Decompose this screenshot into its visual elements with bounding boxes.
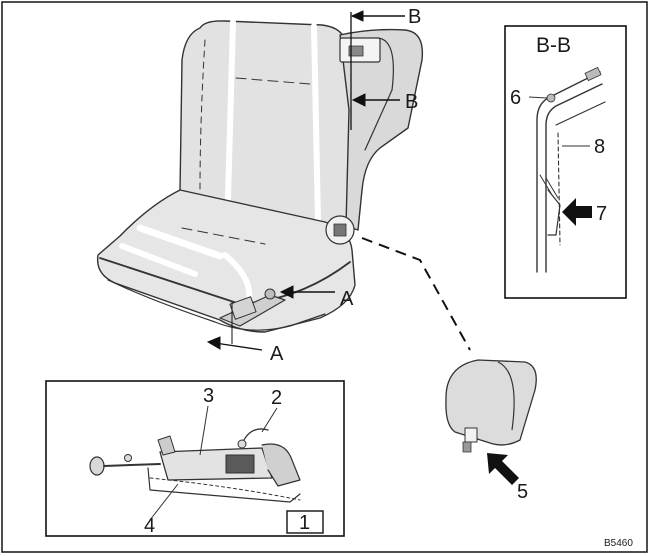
detail-head-body xyxy=(445,359,537,446)
inset-section-bb: B-B 6 8 7 xyxy=(504,25,627,299)
callout-8: 8 xyxy=(594,136,605,158)
cushion-stripe-1 xyxy=(136,224,224,260)
cut-line-a xyxy=(214,342,263,351)
arrow-head-b-top xyxy=(350,10,364,22)
cushion-base xyxy=(107,279,326,331)
latch-part xyxy=(333,223,347,237)
callout-1: 1 xyxy=(299,512,310,534)
detail-top-link xyxy=(157,435,176,456)
detail-rod xyxy=(103,463,161,467)
leader-4 xyxy=(149,483,179,521)
bb-cushion-2 xyxy=(557,132,561,246)
detail-block xyxy=(225,454,255,474)
seat-illustration xyxy=(96,19,424,333)
bb-pin xyxy=(546,93,556,103)
detail-head-latch xyxy=(464,427,478,443)
arrow-head-a-mid xyxy=(279,285,294,299)
arrow-head-b-mid xyxy=(351,93,366,107)
figure-code: B5460 xyxy=(604,538,633,549)
detail-pivot xyxy=(237,439,247,449)
detail-head-latch-2 xyxy=(462,441,472,453)
lever-bracket xyxy=(229,296,257,320)
leader-2 xyxy=(261,407,278,433)
detail-rod-pin xyxy=(124,454,132,462)
detail-mechanism xyxy=(159,447,273,481)
inset-bb-title: B-B xyxy=(536,34,571,57)
backrest-seam xyxy=(235,77,311,85)
callout-6: 6 xyxy=(510,87,521,109)
leader-6 xyxy=(528,96,548,99)
arrow-7 xyxy=(562,198,592,226)
label-b-top: B xyxy=(408,6,421,28)
bb-cushion xyxy=(555,101,606,126)
backrest-stripe-right xyxy=(311,23,321,225)
inset-detail: 3 2 4 1 xyxy=(45,380,345,537)
label-b-mid: B xyxy=(405,91,418,113)
bb-panel-inner xyxy=(545,83,603,273)
detail-handle-knob xyxy=(89,456,105,476)
backrest-seam-2 xyxy=(199,39,206,191)
backrest-side-rail xyxy=(339,28,424,231)
bb-lock xyxy=(539,174,559,199)
bb-clip xyxy=(584,66,602,82)
inset-bb-frame xyxy=(504,25,627,299)
arrow-head-a-low xyxy=(206,336,221,350)
callout-7: 7 xyxy=(596,203,607,225)
leader-3 xyxy=(199,405,209,456)
cushion-stripe-2 xyxy=(119,243,198,277)
rail-edge xyxy=(364,37,394,151)
detail-head xyxy=(445,359,537,453)
detail-base-rail-2 xyxy=(149,477,301,501)
callout-4: 4 xyxy=(144,515,155,537)
callout-3: 3 xyxy=(203,385,214,407)
lever-knob xyxy=(264,288,276,300)
callout-2: 2 xyxy=(271,387,282,409)
section-markers xyxy=(206,10,405,351)
detail-leader-line xyxy=(361,237,471,351)
detail-base-rail xyxy=(147,467,301,503)
label-a-low: A xyxy=(270,343,284,365)
arrow-5 xyxy=(487,453,519,485)
rail-slot-inner xyxy=(348,45,364,57)
callout-5: 5 xyxy=(517,481,528,503)
cushion-seam xyxy=(181,227,266,245)
detail-bracket xyxy=(261,443,301,487)
backrest-stripe-left xyxy=(225,19,236,201)
callout-1-box xyxy=(286,510,324,534)
label-a-mid: A xyxy=(340,288,354,310)
bb-spring xyxy=(547,189,561,236)
detail-head-fold xyxy=(497,361,515,431)
